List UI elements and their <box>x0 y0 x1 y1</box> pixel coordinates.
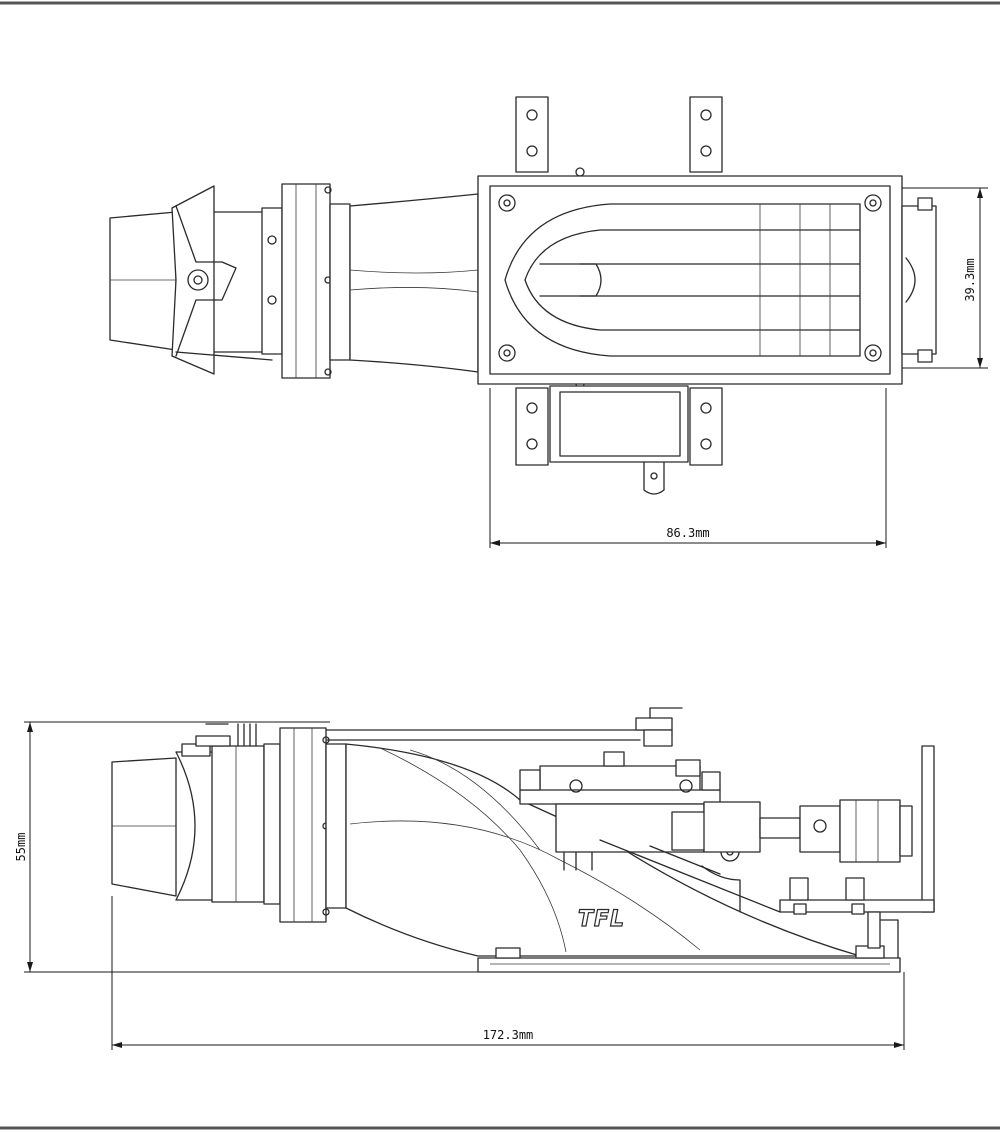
side-view-coupling <box>759 799 913 863</box>
dimension-top-width: 39.3mm <box>902 187 988 369</box>
logo-text: TFL <box>578 907 625 932</box>
top-view: 86.3mm 39.3mm <box>109 96 988 548</box>
dimension-label-top-length: 86.3mm <box>666 526 709 540</box>
top-view-body <box>349 193 479 373</box>
top-view-flange <box>261 183 351 379</box>
side-view-nozzle <box>111 723 265 903</box>
top-view-mount-tabs <box>515 96 723 466</box>
top-view-servo <box>549 385 689 495</box>
side-view: TFL <box>14 707 935 1050</box>
dimension-top-length: 86.3mm <box>489 388 887 548</box>
side-view-steering-rod <box>325 707 683 747</box>
side-view-servo <box>519 751 781 913</box>
dimension-side-height: 55mm <box>14 721 478 973</box>
dimension-label-top-width: 39.3mm <box>963 258 977 301</box>
dimension-label-side-height: 55mm <box>14 833 28 862</box>
side-view-bracket <box>779 745 935 959</box>
side-view-base-plate <box>477 945 901 973</box>
top-view-coupling <box>901 197 937 363</box>
dimension-side-length: 172.3mm <box>111 896 905 1050</box>
dimension-label-side-length: 172.3mm <box>483 1028 534 1042</box>
top-view-nozzle <box>109 185 273 375</box>
top-view-grille <box>477 175 903 385</box>
side-view-flange <box>263 727 347 923</box>
